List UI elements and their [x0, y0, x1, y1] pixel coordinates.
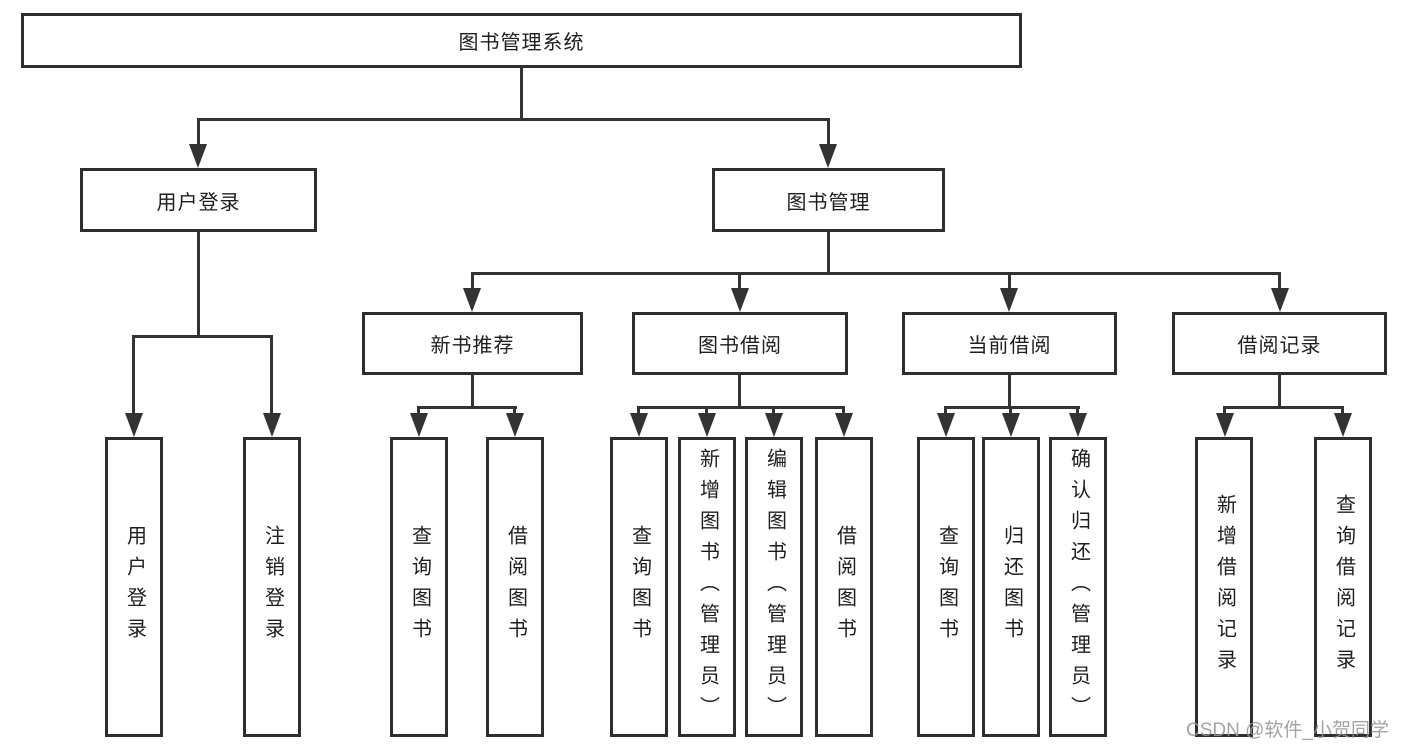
leaf-user-login: 用户登录 — [105, 437, 163, 737]
arrow-head — [125, 413, 143, 437]
connector-line — [1008, 272, 1011, 292]
connector-group-rail — [637, 406, 845, 409]
connector-line — [1223, 406, 1226, 417]
node-book-borrow: 图书借阅 — [632, 312, 848, 375]
leaf-recommend-query-books: 查询图书 — [390, 437, 448, 737]
arrow-head — [630, 413, 648, 437]
arrow-head — [1216, 413, 1234, 437]
connector-line — [1278, 272, 1281, 292]
connector-user-login-stem — [197, 230, 200, 338]
arrow-head — [410, 413, 428, 437]
arrow-head — [937, 413, 955, 437]
connector-line — [513, 406, 516, 417]
connector-line — [738, 272, 741, 292]
connector-group-rail — [1223, 406, 1344, 409]
leaf-current-return-books: 归还图书 — [982, 437, 1040, 737]
leaf-borrow-query-books-label: 查询图书 — [628, 525, 651, 649]
node-book-management-label: 图书管理 — [786, 191, 871, 214]
connector-book-mgmt-stem — [827, 230, 830, 275]
arrow-head — [1069, 413, 1087, 437]
leaf-current-confirm-return-admin-label: 确认归还（管理员） — [1067, 447, 1090, 727]
connector-user-login-rail — [132, 335, 272, 338]
arrow-head — [765, 413, 783, 437]
leaf-current-confirm-return-admin: 确认归还（管理员） — [1049, 437, 1107, 737]
connector-line — [842, 406, 845, 417]
leaf-borrow-borrow-books-label: 借阅图书 — [833, 525, 856, 649]
connector-line — [471, 272, 474, 292]
node-borrow-records-label: 借阅记录 — [1237, 335, 1322, 357]
leaf-current-return-books-label: 归还图书 — [1000, 525, 1023, 649]
leaf-records-query-record: 查询借阅记录 — [1314, 437, 1372, 737]
leaf-borrow-edit-books-admin-label: 编辑图书（管理员） — [763, 447, 786, 727]
leaf-records-query-record-label: 查询借阅记录 — [1332, 494, 1355, 680]
connector-group-rail — [944, 406, 1080, 409]
connector-level2-rail — [197, 118, 830, 121]
connector-group-stem — [471, 373, 474, 409]
node-user-login: 用户登录 — [80, 168, 317, 232]
arrow-head — [819, 144, 837, 168]
arrow-head — [189, 144, 207, 168]
arrow-head — [1334, 413, 1352, 437]
connector-line — [705, 406, 708, 417]
connector-group-stem — [1278, 373, 1281, 409]
node-current-borrow: 当前借阅 — [902, 312, 1117, 375]
leaf-current-query-books-label: 查询图书 — [935, 525, 958, 649]
node-root: 图书管理系统 — [21, 13, 1022, 68]
leaf-borrow-add-books-admin: 新增图书（管理员） — [678, 437, 736, 737]
arrow-head — [506, 413, 524, 437]
arrow-head — [698, 413, 716, 437]
connector-line — [417, 406, 420, 417]
leaf-recommend-borrow-books-label: 借阅图书 — [504, 525, 527, 649]
leaf-logout-label: 注销登录 — [261, 525, 284, 649]
node-current-borrow-label: 当前借阅 — [967, 335, 1052, 357]
connector-line — [132, 335, 135, 417]
arrow-head — [1271, 288, 1289, 312]
leaf-records-add-record: 新增借阅记录 — [1195, 437, 1253, 737]
arrow-head — [1002, 413, 1020, 437]
connector-line — [1076, 406, 1079, 417]
leaf-user-login-label: 用户登录 — [123, 525, 146, 649]
arrow-head — [835, 413, 853, 437]
leaf-logout: 注销登录 — [243, 437, 301, 737]
node-borrow-records: 借阅记录 — [1172, 312, 1387, 375]
arrow-head — [463, 288, 481, 312]
connector-line — [827, 118, 830, 147]
connector-group-stem — [1008, 373, 1011, 409]
leaf-borrow-borrow-books: 借阅图书 — [815, 437, 873, 737]
connector-line — [1009, 406, 1012, 417]
node-root-label: 图书管理系统 — [458, 32, 585, 54]
connector-line — [637, 406, 640, 417]
leaf-current-query-books: 查询图书 — [917, 437, 975, 737]
node-new-book-recommend: 新书推荐 — [362, 312, 583, 375]
connector-root-stem — [520, 66, 523, 121]
connector-line — [772, 406, 775, 417]
node-book-management: 图书管理 — [712, 168, 945, 232]
connector-level3-rail — [471, 272, 1281, 275]
connector-group-rail — [417, 406, 517, 409]
connector-group-stem — [738, 373, 741, 409]
csdn-watermark: CSDN @软件_小贺同学 — [1186, 720, 1389, 741]
node-user-login-label: 用户登录 — [156, 191, 241, 214]
node-new-book-recommend-label: 新书推荐 — [430, 335, 515, 357]
arrow-head — [1000, 288, 1018, 312]
leaf-borrow-query-books: 查询图书 — [610, 437, 668, 737]
leaf-records-add-record-label: 新增借阅记录 — [1213, 494, 1236, 680]
leaf-borrow-edit-books-admin: 编辑图书（管理员） — [745, 437, 803, 737]
arrow-head — [263, 413, 281, 437]
connector-line — [944, 406, 947, 417]
leaf-recommend-query-books-label: 查询图书 — [408, 525, 431, 649]
arrow-head — [731, 288, 749, 312]
connector-line — [1341, 406, 1344, 417]
node-book-borrow-label: 图书借阅 — [698, 335, 782, 357]
leaf-recommend-borrow-books: 借阅图书 — [486, 437, 544, 737]
connector-line — [197, 118, 200, 147]
connector-line — [270, 335, 273, 417]
leaf-borrow-add-books-admin-label: 新增图书（管理员） — [696, 447, 719, 727]
